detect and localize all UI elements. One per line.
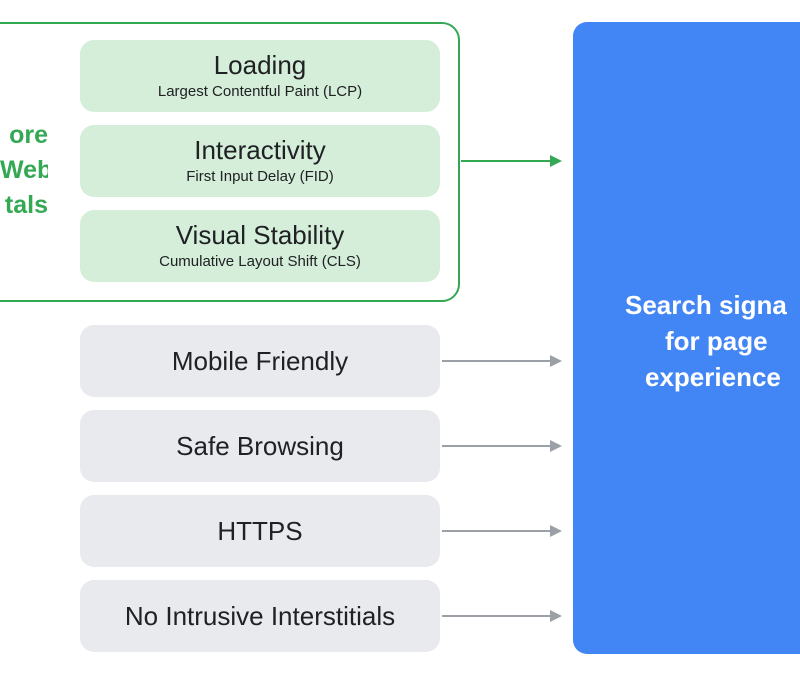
signal-mobile-friendly: Mobile Friendly xyxy=(80,325,440,397)
metric-title: Visual Stability xyxy=(175,220,345,250)
metric-subtitle: Largest Contentful Paint (LCP) xyxy=(157,83,363,100)
core-web-vitals-label-line: Web xyxy=(0,156,48,184)
core-web-vitals-label: ore Web tals xyxy=(0,118,48,223)
signal-title: No Intrusive Interstitials xyxy=(124,601,396,631)
signal-title: Mobile Friendly xyxy=(171,346,349,376)
metric-subtitle: Cumulative Layout Shift (CLS) xyxy=(159,253,361,270)
search-signals-box: Search signa for page experience xyxy=(573,22,800,654)
core-web-vitals-group xyxy=(0,22,460,302)
search-signals-label-line: for page xyxy=(665,326,768,356)
signal-no-intrusive-interstitials: No Intrusive Interstitials xyxy=(80,580,440,652)
metric-visual-stability: Visual Stability Cumulative Layout Shift… xyxy=(80,210,440,282)
search-signals-label-line: experience xyxy=(645,362,781,392)
core-web-vitals-label-line: tals xyxy=(4,191,48,219)
metric-title: Loading xyxy=(213,50,307,80)
signal-safe-browsing: Safe Browsing xyxy=(80,410,440,482)
search-signals-label: Search signa for page experience xyxy=(573,287,800,395)
metric-interactivity: Interactivity First Input Delay (FID) xyxy=(80,125,440,197)
metric-title: Interactivity xyxy=(194,135,326,165)
signal-title: Safe Browsing xyxy=(176,431,344,461)
metric-loading: Loading Largest Contentful Paint (LCP) xyxy=(80,40,440,112)
search-signals-label-line: Search signa xyxy=(625,290,787,320)
signal-https: HTTPS xyxy=(80,495,440,567)
core-web-vitals-label-line: ore xyxy=(9,121,48,149)
signal-title: HTTPS xyxy=(217,516,303,546)
metric-subtitle: First Input Delay (FID) xyxy=(186,168,334,185)
